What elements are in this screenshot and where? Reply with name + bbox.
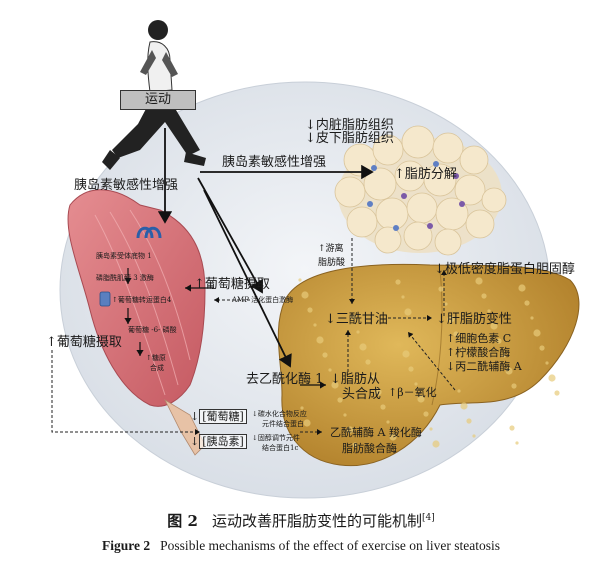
figure-caption-cn: 图 2 运动改善肝脂肪变性的可能机制[4] <box>0 510 602 531</box>
diagram-stage: 运动 胰岛素敏感性增强 胰岛素敏感性增强 ↓内脏脂肪组织 ↓皮下脂肪组织 ↑脂肪… <box>46 20 580 499</box>
arrow-to-sirt1 <box>203 189 292 368</box>
malonyl-label: ↓丙二酰辅酶 A <box>446 360 522 373</box>
de-novo-label-2: 头合成 <box>342 387 382 402</box>
caption-cn-text: 运动改善肝脂肪变性的可能机制 <box>211 512 422 530</box>
chrebp-label-2: 元件结合蛋白 <box>262 420 304 428</box>
caption-cn-figure-number: 图 2 <box>167 512 198 530</box>
sirt1-label: 去乙酰化酶 1 <box>246 372 324 387</box>
caption-en-figure-number: Figure 2 <box>102 538 151 553</box>
caption-cn-reference: [4] <box>421 513 435 523</box>
cytochrome-label: ↑细胞色素 C <box>446 332 512 345</box>
walking-person-icon <box>102 20 206 170</box>
srebp-label-1: ↓固醇调节元件 <box>252 434 300 442</box>
glucose-uptake-left: ↑葡萄糖摄取 <box>46 335 122 350</box>
lipolysis-label: ↑脂肪分解 <box>394 167 457 182</box>
g6p-label: 葡萄糖 -6- 磷酸 <box>128 326 177 334</box>
glucose-box-label: ↓[葡萄糖] <box>190 409 247 424</box>
glucose-uptake-right: ↑葡萄糖摄取 <box>194 277 270 292</box>
beta-oxidation-label: ↑β－氧化 <box>388 386 437 399</box>
insulin-sensitivity-left: 胰岛素敏感性增强 <box>74 178 179 193</box>
insulin-sensitivity-top: 胰岛素敏感性增强 <box>222 155 327 170</box>
arrow-to-ampk <box>197 177 263 294</box>
glycogen-label-1: ↑糖原 <box>146 354 166 362</box>
arrow-beta-ox <box>407 331 456 391</box>
muscle <box>67 189 206 456</box>
steatosis-label: ↓肝脂肪变性 <box>436 312 512 327</box>
ffa-label-1: ↑游离 <box>318 244 344 254</box>
arrow-glucose-uptake <box>51 350 200 435</box>
acc-label: 乙酰辅酶 A 羧化酶 <box>330 426 422 439</box>
glut4-label: ↑葡萄糖转运蛋白4 <box>112 296 172 304</box>
ffa-label-2: 脂肪酸 <box>318 258 346 268</box>
insulin-box-label: ↓[胰岛素] <box>190 434 247 449</box>
chrebp-label-1: ↓碳水化合物反应 <box>252 410 307 418</box>
citrate-synthase-label: ↑柠檬酸合酶 <box>446 346 511 359</box>
glycogen-label-2: 合成 <box>150 364 164 372</box>
caption-en-text: Possible mechanisms of the effect of exe… <box>160 538 500 553</box>
diagram-svg <box>51 20 580 499</box>
srebp-label-2: 结合蛋白1c <box>262 444 299 452</box>
vldl-label: ↓极低密度脂蛋白胆固醇 <box>434 262 575 277</box>
fas-label: 脂肪酸合酶 <box>342 442 397 455</box>
exercise-box: 运动 <box>120 90 196 110</box>
de-novo-label-1: ↓脂肪从 <box>330 372 380 387</box>
subcutaneous-fat-label: ↓皮下脂肪组织 <box>305 131 394 146</box>
irs1-label: 胰岛素受体底物 1 <box>96 252 152 260</box>
adipose-tissue <box>334 125 507 256</box>
figure-caption-en: Figure 2 Possible mechanisms of the effec… <box>0 538 602 554</box>
visceral-fat-label: ↓内脏脂肪组织 <box>305 118 394 133</box>
triglyceride-label: ↓三酰甘油 <box>325 312 388 327</box>
pi3k-label: 磷脂酰肌醇 3 激酶 <box>96 274 154 282</box>
ampk-label: AMP 活化蛋白激酶 <box>232 296 294 304</box>
